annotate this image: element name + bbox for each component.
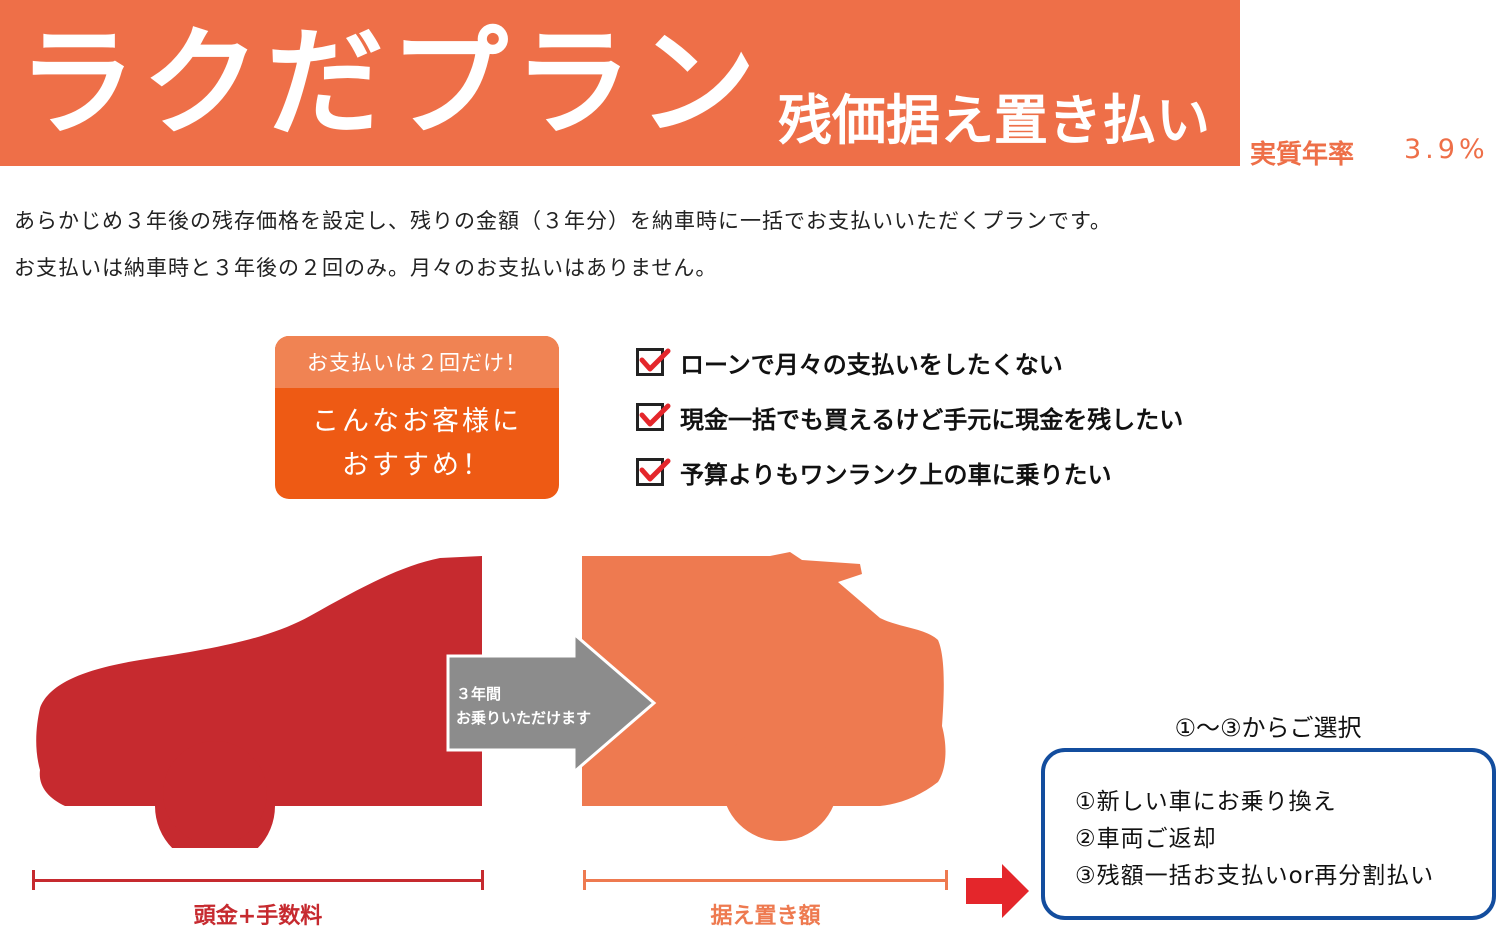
recommend-main-line-2: おすすめ！ bbox=[342, 449, 492, 481]
car-front-half-icon bbox=[36, 556, 482, 848]
down-payment-bracket bbox=[32, 870, 484, 890]
checklist-item: ローンで月々の支払いをしたくない bbox=[636, 345, 1063, 379]
red-arrow-icon bbox=[966, 864, 1029, 918]
deferred-amount-label: 据え置き額 bbox=[710, 904, 821, 929]
rate-label: 実質年率 bbox=[1250, 140, 1355, 170]
checklist-text: 予算よりもワンランク上の車に乗りたい bbox=[680, 460, 1112, 489]
options-heading: ①〜③からご選択 bbox=[1174, 714, 1362, 742]
option-item: ②車両ご返却 bbox=[1075, 826, 1217, 852]
options-box: ①新しい車にお乗り換え ②車両ご返却 ③残額一括お支払いor再分割払い bbox=[1041, 748, 1496, 920]
option-item: ③残額一括お支払いor再分割払い bbox=[1075, 863, 1435, 889]
checkbox-checked-icon bbox=[636, 458, 671, 486]
recommend-box: お支払いは２回だけ！ こんなお客様に おすすめ！ bbox=[275, 336, 559, 499]
recommend-main: こんなお客様に おすすめ！ bbox=[275, 388, 559, 499]
checklist-item: 現金一括でも買えるけど手元に現金を残したい bbox=[636, 400, 1183, 434]
description-line-2: お支払いは納車時と３年後の２回のみ。月々のお支払いはありません。 bbox=[14, 256, 718, 280]
rate-value: 3.9% bbox=[1404, 134, 1489, 165]
checklist-text: ローンで月々の支払いをしたくない bbox=[680, 350, 1063, 379]
period-line-2: お乗りいただけます bbox=[456, 709, 592, 727]
header-banner bbox=[0, 0, 1240, 166]
period-text: ３年間 お乗りいただけます bbox=[456, 682, 636, 730]
down-payment-label: 頭金+手数料 bbox=[193, 904, 323, 929]
checkbox-checked-icon bbox=[636, 403, 671, 431]
checklist-item: 予算よりもワンランク上の車に乗りたい bbox=[636, 455, 1112, 489]
checklist-text: 現金一括でも買えるけど手元に現金を残したい bbox=[680, 405, 1184, 434]
recommend-main-line-1: こんなお客様に bbox=[312, 405, 522, 437]
description-line-1: あらかじめ３年後の残存価格を設定し、残りの金額（３年分）を納車時に一括でお支払い… bbox=[14, 209, 1112, 233]
deferred-amount-bracket bbox=[583, 870, 948, 890]
option-item: ①新しい車にお乗り換え bbox=[1075, 789, 1337, 815]
plan-subtitle: 残価据え置き払い bbox=[778, 89, 1210, 152]
plan-title: ラクだプラン bbox=[18, 14, 763, 152]
checkbox-checked-icon bbox=[636, 348, 671, 376]
recommend-top-label: お支払いは２回だけ！ bbox=[275, 336, 559, 388]
car-rear-half-icon bbox=[582, 552, 946, 841]
period-arrow-icon bbox=[446, 632, 657, 774]
period-line-1: ３年間 bbox=[456, 685, 502, 703]
